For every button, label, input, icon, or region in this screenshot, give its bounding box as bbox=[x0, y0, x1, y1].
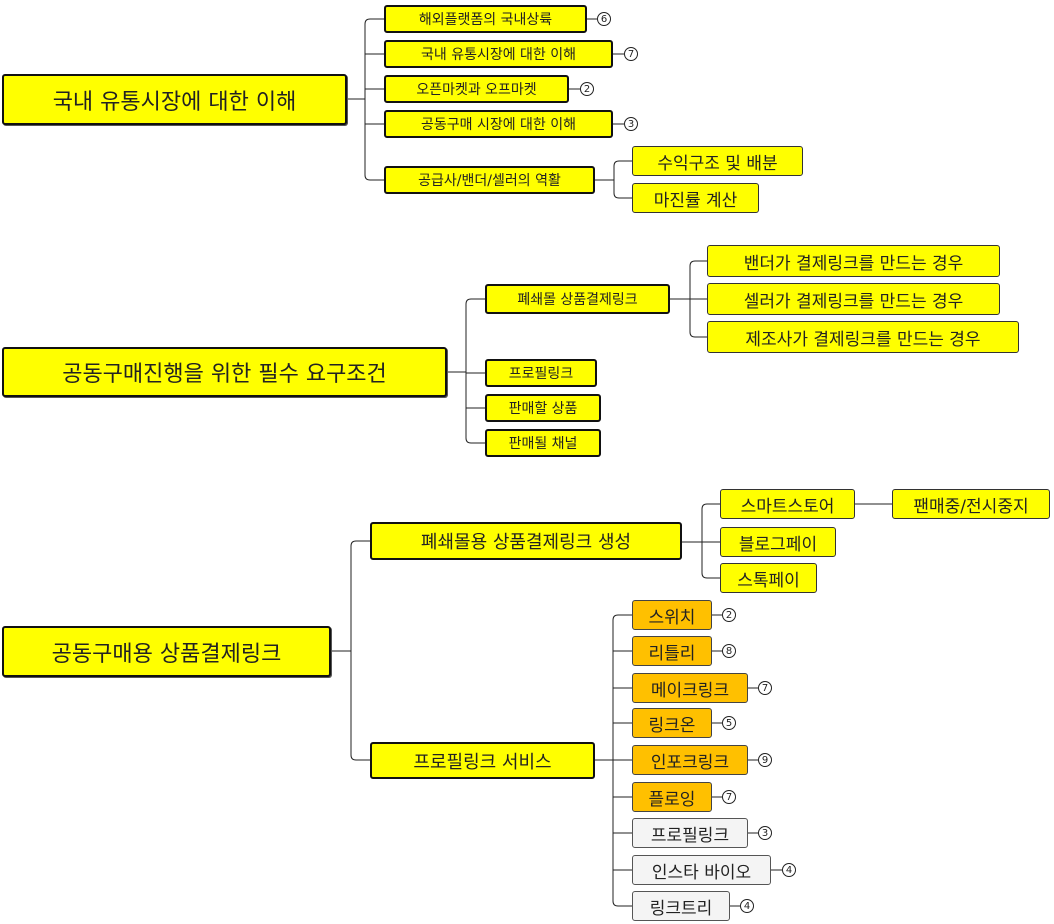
count-badge: 6 bbox=[597, 12, 611, 26]
node-products[interactable]: 판매할 상품 bbox=[485, 394, 601, 422]
node-closed-mall-link[interactable]: 폐쇄몰 상품결제링크 bbox=[485, 284, 670, 314]
node-sale-display-stop[interactable]: 팬매중/전시중지 bbox=[892, 489, 1050, 519]
node-group-buying-market[interactable]: 공동구매 시장에 대한 이해 bbox=[384, 110, 613, 138]
node-domestic-market[interactable]: 국내 유통시장에 대한 이해 bbox=[384, 40, 613, 68]
node-closed-mall-link-create[interactable]: 폐쇄몰용 상품결제링크 생성 bbox=[370, 522, 682, 560]
node-makelink[interactable]: 메이크링크 bbox=[632, 673, 748, 703]
node-linkon[interactable]: 링크온 bbox=[632, 708, 712, 738]
node-revenue-structure[interactable]: 수익구조 및 배분 bbox=[632, 146, 803, 176]
node-manufacturer-link[interactable]: 제조사가 결제링크를 만드는 경우 bbox=[707, 321, 1019, 353]
node-margin-calc[interactable]: 마진률 계산 bbox=[632, 183, 759, 213]
count-badge: 4 bbox=[782, 863, 796, 877]
node-littly[interactable]: 리틀리 bbox=[632, 636, 712, 666]
count-badge: 2 bbox=[580, 82, 594, 96]
node-smartstore[interactable]: 스마트스토어 bbox=[720, 489, 855, 519]
count-badge: 7 bbox=[624, 47, 638, 61]
root-node-requirements[interactable]: 공동구매진행을 위한 필수 요구조건 bbox=[2, 347, 447, 397]
node-insta-bio[interactable]: 인스타 바이오 bbox=[632, 855, 771, 885]
count-badge: 3 bbox=[624, 117, 638, 131]
node-profile-link-services[interactable]: 프로필링크 서비스 bbox=[370, 742, 595, 779]
node-channels[interactable]: 판매될 채널 bbox=[485, 429, 601, 457]
count-badge: 9 bbox=[758, 753, 772, 767]
count-badge: 4 bbox=[740, 899, 754, 913]
count-badge: 8 bbox=[722, 644, 736, 658]
node-flowing[interactable]: 플로잉 bbox=[632, 782, 712, 812]
node-vendor-link[interactable]: 밴더가 결제링크를 만드는 경우 bbox=[707, 245, 1000, 277]
count-badge: 3 bbox=[758, 826, 772, 840]
node-inpocklink[interactable]: 인포크링크 bbox=[632, 745, 748, 775]
node-profilelink[interactable]: 프로필링크 bbox=[632, 818, 748, 848]
count-badge: 5 bbox=[722, 716, 736, 730]
count-badge: 7 bbox=[722, 790, 736, 804]
node-switch[interactable]: 스위치 bbox=[632, 600, 712, 630]
node-stockpay[interactable]: 스톡페이 bbox=[720, 563, 817, 593]
node-profile-link[interactable]: 프로필링크 bbox=[485, 359, 597, 387]
node-open-market[interactable]: 오픈마켓과 오프마켓 bbox=[384, 75, 569, 103]
node-linktree[interactable]: 링크트리 bbox=[632, 891, 730, 921]
node-supplier-roles[interactable]: 공급사/밴더/셀러의 역활 bbox=[384, 166, 595, 194]
count-badge: 7 bbox=[758, 681, 772, 695]
node-blogpay[interactable]: 블로그페이 bbox=[720, 527, 836, 557]
count-badge: 2 bbox=[722, 608, 736, 622]
root-node-payment-links[interactable]: 공동구매용 상품결제링크 bbox=[2, 626, 331, 677]
root-node-market[interactable]: 국내 유통시장에 대한 이해 bbox=[2, 74, 347, 125]
node-overseas-platform[interactable]: 해외플랫폼의 국내상륙 bbox=[384, 5, 587, 33]
node-seller-link[interactable]: 셀러가 결제링크를 만드는 경우 bbox=[707, 283, 1000, 315]
